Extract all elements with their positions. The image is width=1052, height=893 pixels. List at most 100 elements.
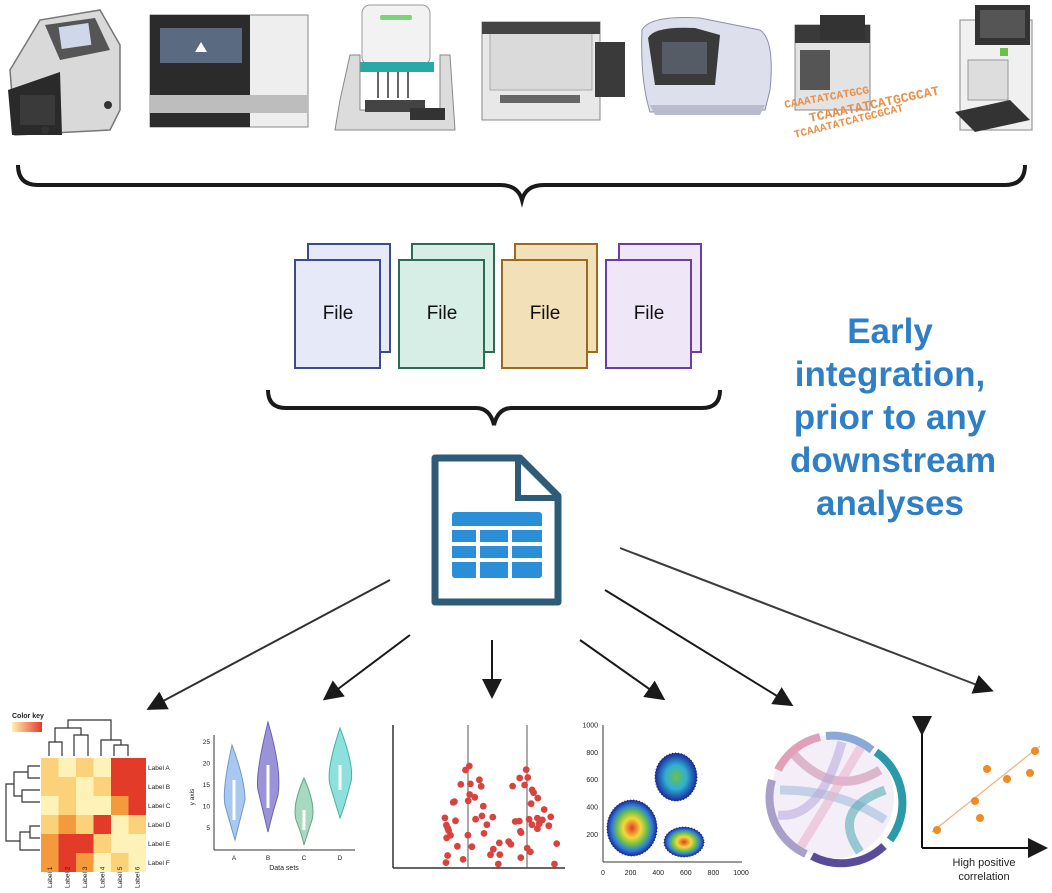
file-stack-1 [294,243,391,369]
strip-dot [447,831,454,839]
headline-line-3: prior to any [793,398,987,437]
violin-y-tick: 25 [203,739,211,746]
strip-dot [476,776,483,784]
heatmap-row-label: Label C [148,803,171,810]
correlation-dot [1026,769,1034,777]
instrument-benchtop-sequencer-icon [641,17,772,115]
heatmap-cell [93,815,111,834]
heatmap-cell [58,834,76,853]
heatmap-col-label: Label 2 [65,866,72,888]
strip-dot [441,814,449,822]
strip-dot [517,854,525,861]
heatmap-cell [58,815,76,834]
violin-d [328,726,353,820]
strip-dot [495,839,503,847]
violin-b [256,720,280,833]
density-cluster-3 [663,826,705,858]
density-x-tick: 1000 [733,870,749,877]
strip-dot [534,794,542,802]
strip-dot [551,860,558,868]
correlation-dot [983,765,991,773]
heatmap-cell [111,834,129,853]
heatmap-row-label: Label A [148,765,170,772]
density-y-tick: 800 [586,750,598,757]
correlation-label-line1: High positive [953,857,1016,869]
heatmap-col-label: Label 3 [82,866,89,888]
density-y-tick: 200 [586,832,598,839]
heatmap-cell [111,853,129,872]
heatmap-cell [58,758,76,777]
strip-dot [483,821,491,829]
correlation-dot [971,797,979,805]
heatmap-cell [93,777,111,796]
strip-dot-chart [392,725,565,869]
strip-dot [467,780,474,788]
correlation-dot [1003,775,1011,783]
heatmap-row-label: Label E [148,841,171,848]
heatmap-cell [76,815,94,834]
strip-dot [477,782,485,790]
strip-dot [547,813,555,821]
violin-y-tick: 10 [203,804,211,811]
violin-c [294,776,314,846]
violin-x-tick: A [232,855,237,862]
violin-x-tick: C [302,855,307,862]
file-label-2: File [426,303,458,324]
strip-dot [507,840,515,848]
heatmap-cell [128,796,146,815]
strip-dot [478,812,486,820]
correlation-dot [933,826,941,834]
strip-dot [525,815,533,823]
violin-y-label: y axis [189,788,196,805]
strip-dot [452,817,459,825]
strip-dot [472,815,479,823]
file-stack-2 [398,243,495,369]
file-stack-4 [605,243,702,369]
strip-dot [454,842,461,850]
strip-dot [524,774,532,781]
heatmap-cell [41,834,59,853]
heatmap-cell [93,834,111,853]
density-x-tick: 0 [601,870,605,877]
heatmap-cell [128,777,146,796]
files-brace [266,389,722,426]
strip-dot [468,843,476,851]
density-x-tick: 800 [708,870,720,877]
strip-dot [464,797,472,805]
strip-dot [480,830,488,837]
headline-line-2: integration, [794,355,986,394]
heatmap-color-key [12,722,42,732]
strip-dot [535,820,543,828]
heatmap-row-label: Label B [148,784,170,791]
strip-dot [523,844,531,852]
heatmap-cell [58,796,76,815]
strip-dot [534,814,541,822]
strip-dot [522,766,530,773]
heatmap-cell [93,796,111,815]
heatmap-cell [111,758,129,777]
heatmap-cell [41,853,59,872]
violin-x-tick: D [338,855,343,862]
heatmap-cell [41,758,59,777]
correlation-label-line2: correlation [958,871,1009,883]
file-label-1: File [322,303,354,324]
headline-line-5: analyses [816,484,964,523]
strip-dot [442,859,450,866]
instrument-sample-loader-icon [8,9,121,136]
strip-dot [444,852,451,859]
strip-dot [465,762,473,770]
strip-dot [496,851,504,858]
early-integration-headline: Early integration, prior to any downstre… [790,310,996,525]
heatmap-cell [41,796,59,815]
strip-dot [487,851,494,859]
strip-dot [449,799,457,806]
density-cluster-2 [654,752,698,802]
strip-dot [466,791,474,798]
heatmap-col-label: Label 5 [117,866,124,888]
heatmap-cell [58,853,76,872]
heatmap-cell [93,853,111,872]
